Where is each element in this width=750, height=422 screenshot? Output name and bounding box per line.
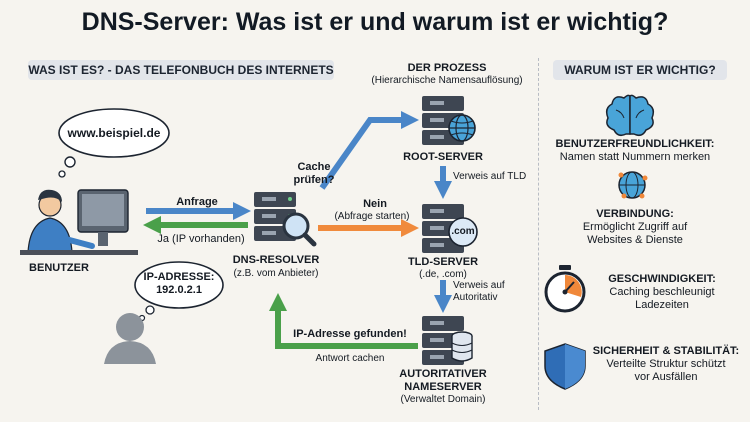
benefit-usability-title: BENUTZERFREUNDLICHKEIT: bbox=[555, 138, 715, 150]
section-divider bbox=[538, 58, 539, 410]
refer-tld-label: Verweis auf TLD bbox=[453, 171, 527, 182]
root-server-icon bbox=[422, 96, 476, 145]
ip-found-label: IP-Adresse gefunden! bbox=[293, 328, 407, 340]
benefit-security-text-2: vor Ausfällen bbox=[634, 371, 698, 383]
ip-bubble-title: IP-ADRESSE: bbox=[143, 271, 215, 283]
auth-sub: (Verwaltet Domain) bbox=[400, 394, 486, 405]
request-label: Anfrage bbox=[176, 196, 218, 208]
tld-server-sub: (.de, .com) bbox=[419, 269, 467, 280]
shield-icon bbox=[544, 343, 586, 390]
benefit-security-title: SICHERHEIT & STABILITÄT: bbox=[592, 345, 740, 357]
left-section-header: WAS IST ES? - DAS TELEFONBUCH DES INTERN… bbox=[28, 60, 334, 80]
ip-bubble-value: 192.0.2.1 bbox=[156, 284, 202, 296]
no-sub-label: (Abfrage starten) bbox=[334, 211, 410, 222]
benefit-connection-text-2: Websites & Dienste bbox=[587, 234, 683, 246]
benefit-speed-title: GESCHWINDIGKEIT: bbox=[608, 273, 716, 285]
reply-label: Ja (IP vorhanden) bbox=[157, 233, 245, 245]
resolver-sub: (z.B. vom Anbieter) bbox=[233, 268, 319, 279]
root-server-label: ROOT-SERVER bbox=[403, 151, 483, 163]
tld-server-icon bbox=[422, 204, 478, 253]
cache-check-label-1: Cache bbox=[297, 161, 331, 173]
person-silhouette-icon bbox=[104, 313, 156, 364]
brain-icon bbox=[605, 94, 655, 137]
tld-server-label: TLD-SERVER bbox=[407, 256, 479, 268]
benefit-connection-title: VERBINDUNG: bbox=[596, 208, 674, 220]
benefit-speed-text-1: Caching beschleunigt bbox=[609, 286, 715, 298]
auth-label-2: NAMESERVER bbox=[404, 381, 482, 393]
right-section-header: WARUM IST ER WICHTIG? bbox=[553, 60, 727, 80]
cache-check-arrow bbox=[319, 111, 419, 190]
authoritative-server-icon bbox=[422, 316, 473, 365]
network-globe-icon bbox=[618, 171, 648, 199]
auth-label-1: AUTORITATIVER bbox=[399, 368, 487, 380]
cache-answer-label: Antwort cachen bbox=[315, 353, 385, 364]
refer-auth-label-1: Verweis auf bbox=[453, 280, 505, 291]
page-title: DNS-Server: Was ist er und warum ist er … bbox=[81, 8, 669, 36]
benefit-connection-text-1: Ermöglicht Zugriff auf bbox=[582, 221, 688, 233]
no-label: Nein bbox=[363, 198, 387, 210]
resolver-label: DNS-RESOLVER bbox=[232, 254, 320, 266]
benefit-speed-text-2: Ladezeiten bbox=[635, 299, 689, 311]
cache-check-label-2: prüfen? bbox=[293, 174, 335, 186]
ip-found-arrow bbox=[269, 293, 418, 349]
user-label: BENUTZER bbox=[29, 262, 89, 274]
bubble-url-text: www.beispiel.de bbox=[67, 126, 161, 140]
tld-badge-text: .com bbox=[451, 226, 475, 237]
process-sub: (Hierarchische Namensauflösung) bbox=[371, 75, 523, 86]
user-at-computer-icon bbox=[20, 189, 138, 255]
benefit-usability-text: Namen statt Nummern merken bbox=[559, 151, 711, 163]
thought-bubble-url bbox=[58, 108, 170, 178]
benefit-security-text-1: Verteilte Struktur schützt bbox=[606, 358, 726, 370]
dns-resolver-server-icon bbox=[254, 192, 317, 247]
stopwatch-icon bbox=[544, 265, 586, 313]
ip-address-bubble bbox=[134, 261, 224, 322]
process-header: DER PROZESS bbox=[407, 62, 487, 74]
refer-auth-label-2: Autoritativ bbox=[453, 292, 498, 303]
